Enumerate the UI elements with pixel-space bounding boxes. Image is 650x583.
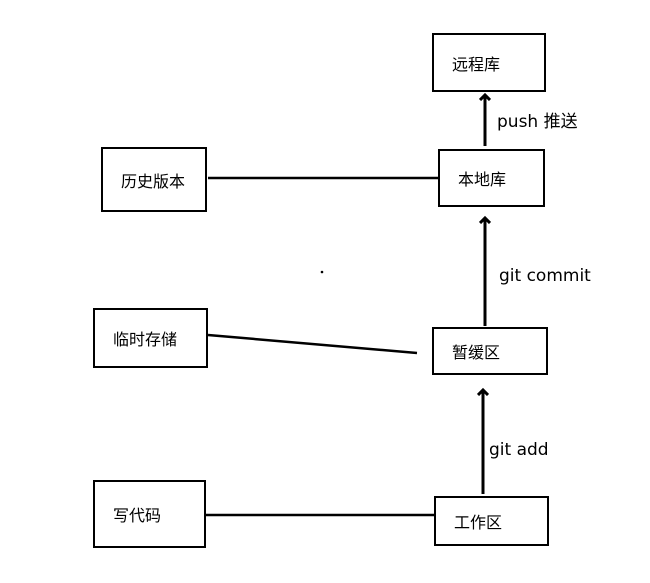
local-repo-label: 本地库: [458, 170, 507, 189]
temp-to-staging-line: [207, 333, 418, 355]
local-repo-box: 本地库: [438, 149, 545, 207]
push-label: push 推送: [497, 112, 578, 132]
history-version-box: 历史版本: [101, 147, 207, 212]
temp-storage-label: 临时存储: [113, 330, 178, 349]
remote-repo-label: 远程库: [452, 54, 501, 74]
staging-area-box: 暂缓区: [432, 327, 548, 375]
add-label: git add: [489, 440, 549, 460]
history-version-label: 历史版本: [121, 171, 186, 191]
stray-dot: [320, 270, 324, 274]
working-dir-label: 工作区: [454, 513, 503, 532]
temp-storage-box: 临时存储: [93, 308, 208, 368]
write-code-box: 写代码: [93, 480, 206, 548]
working-dir-box: 工作区: [434, 496, 549, 546]
write-code-label: 写代码: [113, 506, 162, 525]
staging-area-label: 暂缓区: [452, 343, 501, 362]
remote-repo-box: 远程库: [432, 33, 546, 92]
commit-label: git commit: [499, 266, 591, 286]
